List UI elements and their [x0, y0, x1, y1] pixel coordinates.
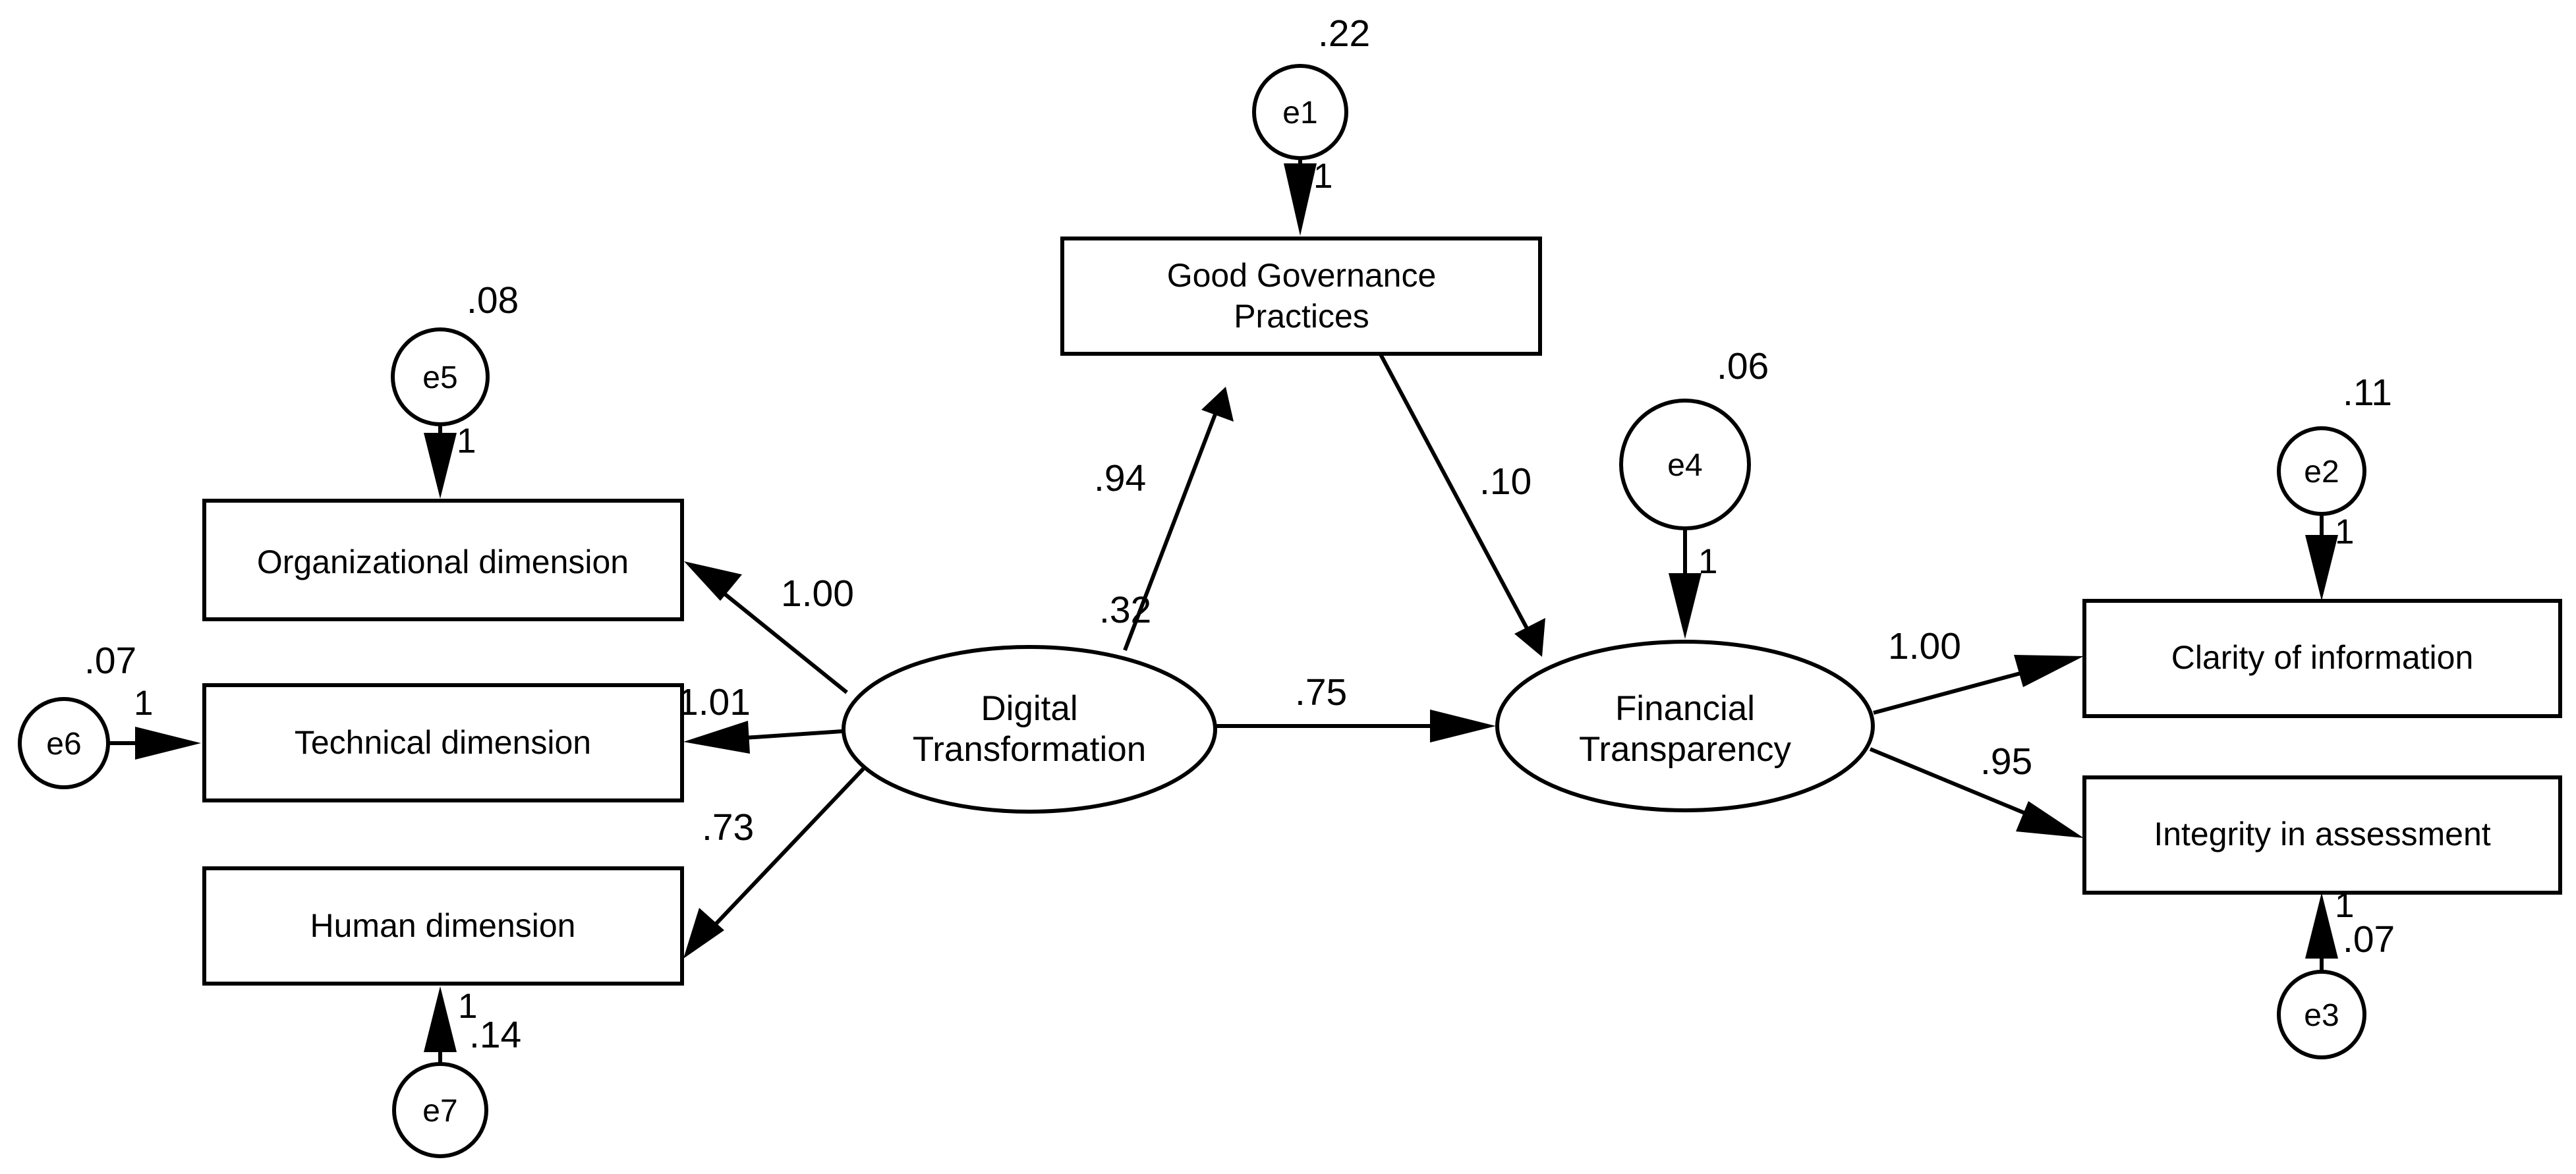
coef-financial-to-clarity: 1.00 — [1888, 625, 1961, 667]
arrowhead-e1 — [1284, 163, 1317, 236]
fixed-e7: 1 — [458, 987, 477, 1026]
path-digital-to-organizational — [702, 575, 848, 694]
node-good-governance-label-2: Practices — [1234, 298, 1369, 335]
arrowhead-e5 — [424, 433, 457, 499]
path-digital-to-human — [698, 767, 865, 943]
error-e1-label: e1 — [1282, 96, 1317, 130]
fixed-path-labels: 1 1 1 1 1 1 1 — [134, 157, 2354, 1026]
coef-financial-to-integrity: .95 — [1980, 741, 2032, 783]
node-financial-transparency: Financial Transparency — [1495, 640, 1875, 812]
coef-good-governance-to-financial: .10 — [1479, 461, 1531, 503]
node-technical: Technical dimension — [202, 683, 684, 802]
node-clarity: Clarity of information — [2082, 599, 2562, 718]
variance-labels: .22 .08 .06 .11 .07 .14 .07 .32 — [84, 13, 2395, 1056]
node-clarity-label: Clarity of information — [2171, 639, 2474, 676]
fixed-e1: 1 — [1313, 157, 1332, 196]
path-digital-to-good-governance — [1123, 408, 1219, 652]
node-digital-label-1: Digital — [981, 689, 1077, 728]
node-digital-label-2: Transformation — [913, 730, 1146, 769]
variance-e1: .22 — [1318, 13, 1370, 55]
fixed-e4: 1 — [1698, 542, 1717, 581]
variance-e7: .14 — [469, 1014, 521, 1056]
coef-digital-to-technical: 1.01 — [677, 681, 751, 723]
fixed-e5: 1 — [457, 422, 476, 461]
arrowhead-e2 — [2305, 535, 2338, 601]
node-financial-label-1: Financial — [1615, 689, 1755, 728]
arrowhead-human — [683, 908, 724, 959]
node-digital-transformation: Digital Transformation — [842, 645, 1217, 814]
variance-e5: .08 — [467, 279, 519, 321]
arrowhead-financial-from-gg — [1514, 618, 1545, 657]
coef-digital-to-good-governance: .94 — [1094, 457, 1146, 499]
node-technical-label: Technical dimension — [295, 724, 591, 761]
arrowhead-good-governance — [1201, 387, 1234, 422]
node-integrity-label: Integrity in assessment — [2154, 816, 2490, 853]
path-good-governance-to-financial — [1379, 353, 1532, 636]
arrowhead-e7 — [424, 986, 457, 1052]
arrowhead-e6 — [135, 727, 201, 760]
latent-variables: Digital Transformation Financial Transpa… — [842, 640, 1875, 814]
arrowhead-e3 — [2305, 893, 2338, 959]
arrowhead-organizational — [684, 561, 742, 601]
error-e5: e5 — [391, 327, 490, 426]
node-integrity: Integrity in assessment — [2082, 775, 2562, 895]
arrowhead-e4 — [1669, 573, 1702, 639]
error-e6-label: e6 — [46, 727, 81, 762]
error-terms: e1 e5 e4 e2 e6 e7 e3 — [18, 64, 2366, 1158]
node-good-governance-label-1: Good Governance — [1167, 257, 1437, 294]
edges — [106, 146, 2338, 1067]
error-e7-label: e7 — [422, 1094, 457, 1129]
node-organizational: Organizational dimension — [202, 499, 684, 621]
coef-digital-to-human: .73 — [702, 806, 754, 849]
error-e2-label: e2 — [2304, 455, 2339, 489]
error-e2: e2 — [2277, 426, 2366, 516]
error-e3: e3 — [2277, 970, 2366, 1059]
error-e6: e6 — [18, 697, 110, 789]
arrowhead-technical — [683, 721, 750, 754]
node-human-label: Human dimension — [310, 907, 576, 944]
error-e5-label: e5 — [422, 360, 457, 395]
arrowhead-integrity — [2016, 801, 2084, 838]
variance-e4: .06 — [1717, 345, 1769, 387]
arrowhead-clarity — [2014, 655, 2084, 687]
variance-e3: .07 — [2343, 918, 2395, 961]
error-e7: e7 — [392, 1062, 488, 1158]
error-e3-label: e3 — [2304, 998, 2339, 1033]
observed-variables: Good Governance Practices Organizational… — [202, 237, 2562, 986]
node-financial-label-2: Transparency — [1579, 730, 1792, 769]
path-coefficients: .94 .10 .75 1.00 1.01 .73 1.00 .95 — [677, 457, 2032, 849]
node-human: Human dimension — [202, 866, 684, 986]
variance-e2: .11 — [2343, 372, 2392, 414]
node-good-governance: Good Governance Practices — [1060, 237, 1542, 356]
arrowhead-financial-from-digital — [1430, 710, 1496, 742]
error-e1: e1 — [1252, 64, 1348, 160]
fixed-e3: 1 — [2335, 886, 2354, 925]
error-e4-label: e4 — [1667, 448, 1702, 483]
fixed-e6: 1 — [134, 684, 153, 723]
fixed-e2: 1 — [2335, 513, 2354, 551]
coef-digital-to-organizational: 1.00 — [781, 573, 854, 615]
error-e4: e4 — [1619, 399, 1751, 530]
variance-digital: .32 — [1099, 589, 1151, 631]
coef-digital-to-financial: .75 — [1295, 671, 1347, 713]
variance-e6: .07 — [84, 640, 136, 682]
node-organizational-label: Organizational dimension — [257, 544, 629, 580]
